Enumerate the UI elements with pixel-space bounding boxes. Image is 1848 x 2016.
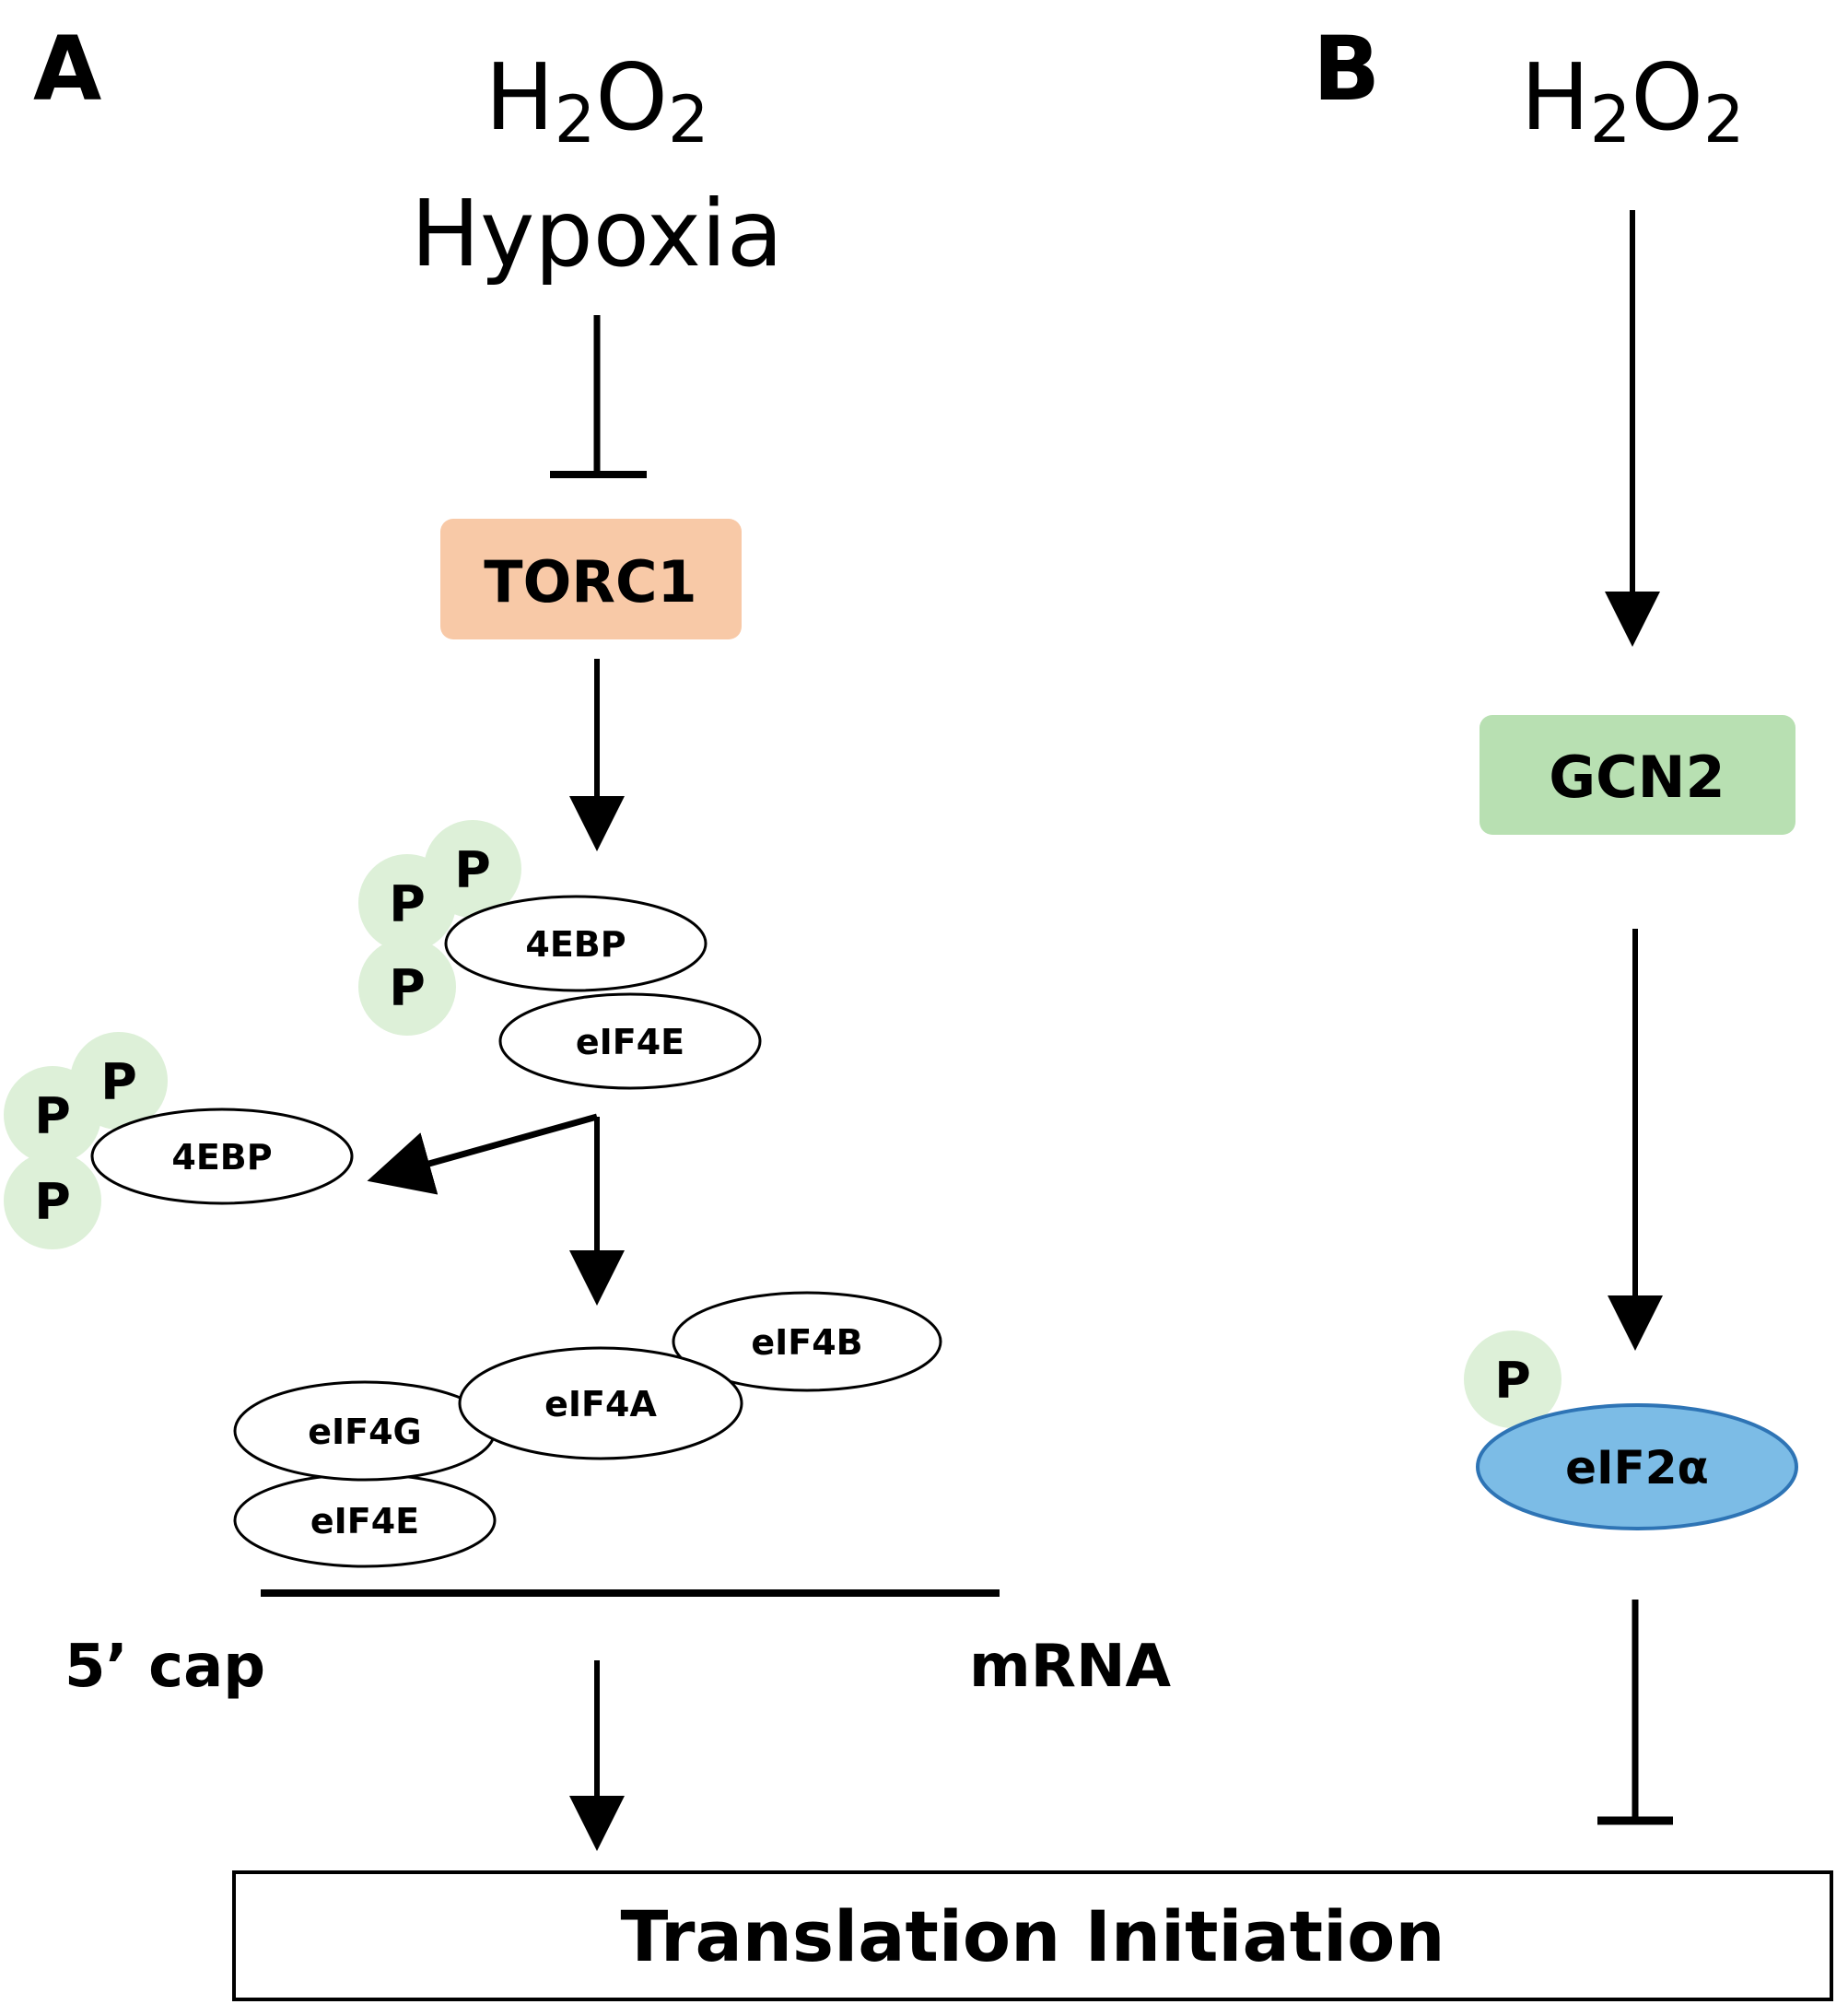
stimulus-h2o2-a: H2O2: [485, 43, 708, 158]
mrna-label: mRNA: [969, 1633, 1172, 1701]
oval-eif4a: [458, 1346, 743, 1460]
stimulus-h2o2-b: H2O2: [1520, 43, 1744, 158]
phospho-label: P: [34, 1087, 71, 1145]
translation-initiation-box: [232, 1870, 1833, 2001]
phospho-label: P: [454, 841, 491, 899]
torc1-box: [440, 519, 742, 639]
phospho-circle-eif2a: [1464, 1330, 1561, 1428]
phospho-circle: [4, 1152, 101, 1249]
phospho-label: P: [389, 875, 426, 933]
oval-4ebp-released: [90, 1108, 354, 1205]
oval-eif4e-initiation-label: eIF4E: [310, 1501, 419, 1541]
gcn2-label: GCN2: [1549, 744, 1725, 811]
released-phospho-4ebp: P P P 4EBP: [4, 1032, 354, 1249]
phospho-circle: [358, 854, 456, 952]
phospho-circle: [4, 1066, 101, 1164]
phospho-label: P: [100, 1053, 137, 1111]
phosphorylated-4ebp-eif4e-complex: P P P 4EBP eIF4E: [358, 820, 762, 1090]
initiation-complex: eIF4B eIF4E eIF4G eIF4A: [233, 1291, 942, 1568]
torc1-label: TORC1: [484, 548, 696, 615]
phospho-label: P: [1494, 1352, 1531, 1410]
phospho-label: P: [34, 1173, 71, 1231]
oval-eif4b: [672, 1291, 942, 1392]
mrna-5cap-label: 5’ cap: [64, 1633, 265, 1701]
arrow-release-4ebp: [367, 1113, 598, 1195]
stimulus-hypoxia: Hypoxia: [411, 180, 783, 287]
oval-4ebp: [444, 895, 708, 992]
oval-4ebp-label: 4EBP: [525, 924, 626, 965]
oval-eif4e-label: eIF4E: [576, 1022, 684, 1062]
phospho-label: P: [389, 959, 426, 1017]
translation-initiation-label: Translation Initiation: [621, 1895, 1445, 1977]
oval-eif4e: [498, 992, 762, 1090]
oval-eif2a-label: eIF2α: [1565, 1441, 1709, 1494]
oval-eif4b-label: eIF4B: [751, 1322, 862, 1363]
panel-label-b: B: [1313, 18, 1380, 121]
gcn2-box: [1480, 715, 1795, 835]
oval-eif2a: [1476, 1403, 1798, 1530]
oval-eif4a-label: eIF4A: [544, 1384, 657, 1424]
oval-4ebp-released-label: 4EBP: [171, 1137, 272, 1178]
oval-eif4g-label: eIF4G: [308, 1412, 422, 1452]
panel-label-a: A: [33, 18, 101, 121]
phospho-circle: [358, 938, 456, 1036]
